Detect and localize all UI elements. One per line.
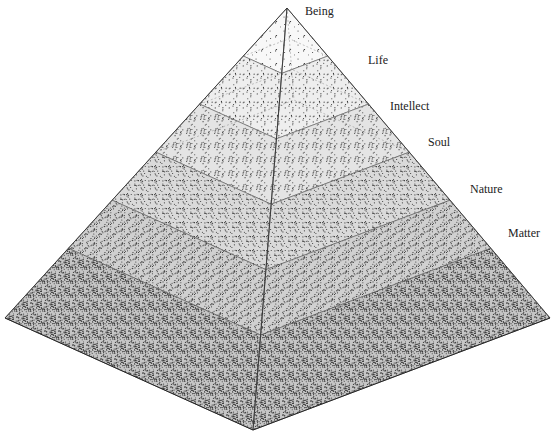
pyramid-band [253,248,550,430]
level-label: Life [368,53,388,67]
pyramid-bands [5,8,550,430]
pyramid-outline [5,8,550,318]
level-label: Nature [470,182,503,196]
level-label: Being [305,4,334,18]
hidden-edges [156,8,409,152]
pyramid-front-edge [253,8,287,430]
level-label: Soul [428,135,450,149]
level-label: Intellect [390,99,429,113]
pyramid-base [5,318,550,430]
level-label: Matter [508,226,540,240]
